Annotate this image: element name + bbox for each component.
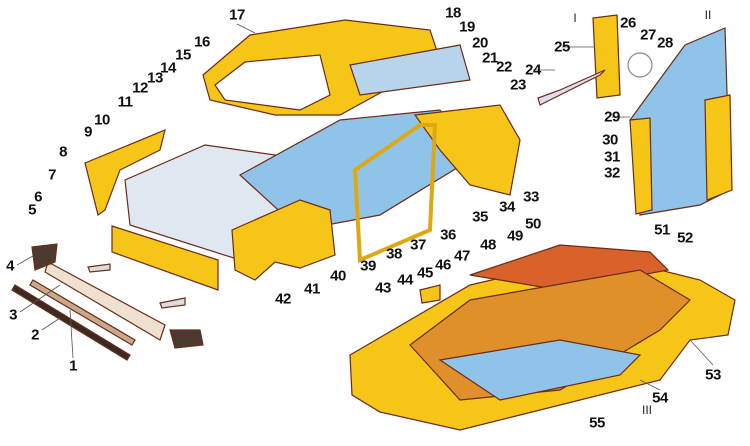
bumper-end-left [31,243,58,271]
callout-10: 10 [94,111,110,129]
callout-21: 21 [482,49,498,67]
windshield-opening [214,54,331,111]
callout-32: 32 [604,164,620,182]
callout-15: 15 [175,46,191,64]
callout-5: 5 [28,201,36,219]
callout-41: 41 [304,280,320,298]
callout-45: 45 [417,264,433,282]
callout-33: 33 [523,188,539,206]
callout-8: 8 [59,143,67,161]
bumper-end-right [169,329,204,349]
view-label-III: III [641,403,653,417]
callout-42: 42 [275,290,291,308]
rear-quarter [413,104,521,196]
callout-39: 39 [360,257,376,275]
front-door-frame [352,123,438,263]
callout-26: 26 [620,14,636,32]
view-label-I: I [573,11,577,25]
callout-48: 48 [480,236,496,254]
rear-door-skin [704,94,733,201]
bumper-bracket [87,263,111,273]
lock-spring [627,52,653,78]
callout-43: 43 [375,279,391,297]
callout-31: 31 [604,148,620,166]
lock-plate [592,14,621,99]
callout-47: 47 [454,247,470,265]
bracket [419,284,441,304]
front-wing [231,199,336,281]
callout-1: 1 [69,357,77,375]
callout-19: 19 [459,18,475,36]
callout-36: 36 [440,226,456,244]
callout-49: 49 [507,227,523,245]
callout-25: 25 [554,38,570,56]
callout-30: 30 [602,131,618,149]
front-panel [111,225,219,291]
callout-53: 53 [705,366,721,384]
callout-2: 2 [31,326,39,344]
callout-37: 37 [410,236,426,254]
callout-12: 12 [132,79,148,97]
callout-24: 24 [525,61,541,79]
callout-29: 29 [604,108,620,126]
callout-22: 22 [496,58,512,76]
bumper-bracket-2 [159,297,186,309]
callout-28: 28 [657,34,673,52]
callout-16: 16 [194,33,210,51]
callout-3: 3 [9,306,17,324]
bumper-strip [29,279,136,346]
callout-40: 40 [330,267,346,285]
callout-38: 38 [386,245,402,263]
sedan-floor [438,339,642,401]
front-bumper [44,261,166,341]
callout-46: 46 [435,256,451,274]
callout-6: 6 [34,188,42,206]
callout-27: 27 [640,26,656,44]
callout-9: 9 [84,123,92,141]
callout-52: 52 [677,229,693,247]
leader-lines [16,23,714,391]
callout-20: 20 [472,34,488,52]
callout-13: 13 [147,69,163,87]
front-fender-left [84,128,166,217]
view-label-II: II [704,8,712,22]
rear-panel-top [349,44,471,96]
callout-11: 11 [117,93,133,111]
callout-17: 17 [229,6,245,24]
callout-4: 4 [6,257,14,275]
rear-door-pillar [629,117,653,215]
callout-7: 7 [48,166,56,184]
callout-18: 18 [445,4,461,22]
lock-lever [537,69,606,106]
callout-35: 35 [472,208,488,226]
callout-34: 34 [499,198,515,216]
callout-14: 14 [160,59,176,77]
callout-23: 23 [510,76,526,94]
callout-44: 44 [397,271,413,289]
callout-54: 54 [652,389,668,407]
callout-50: 50 [525,215,541,233]
callout-55: 55 [589,414,605,432]
callout-51: 51 [654,221,670,239]
